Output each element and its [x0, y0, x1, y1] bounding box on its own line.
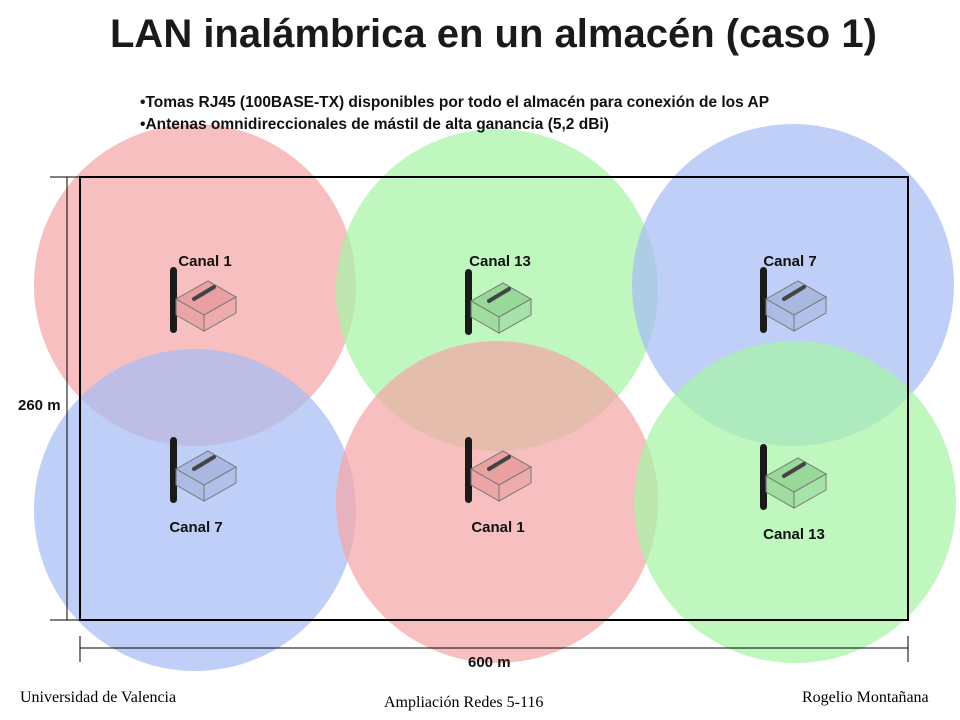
page-title: LAN inalámbrica en un almacén (caso 1)	[110, 12, 877, 56]
footer-author: Rogelio Montañana	[802, 689, 929, 706]
width-dimension	[79, 636, 909, 662]
channel-label: Canal 1	[471, 519, 524, 536]
height-dimension	[50, 176, 80, 621]
access-point-icon	[465, 269, 533, 335]
channel-label: Canal 13	[763, 526, 825, 543]
coverage-area	[34, 349, 356, 671]
bullet-list: •Tomas RJ45 (100BASE-TX) disponibles por…	[140, 92, 920, 136]
warehouse-outline	[79, 176, 909, 621]
coverage-area	[34, 124, 356, 446]
bullet-item: •Antenas omnidireccionales de mástil de …	[140, 116, 609, 133]
coverage-area	[336, 341, 658, 663]
access-point-icon	[760, 444, 828, 510]
access-point-icon	[170, 267, 238, 333]
channel-label: Canal 7	[169, 519, 222, 536]
bullet-item: •Tomas RJ45 (100BASE-TX) disponibles por…	[140, 94, 770, 111]
footer-university: Universidad de Valencia	[20, 689, 177, 706]
access-point-icon	[465, 437, 533, 503]
access-point-icon	[760, 267, 828, 333]
channel-label: Canal 13	[469, 253, 531, 270]
height-dimension-label: 260 m	[18, 397, 62, 414]
width-dimension-label: 600 m	[468, 654, 511, 671]
channel-label: Canal 7	[763, 253, 816, 270]
access-point-icon	[170, 437, 238, 503]
footer-course: Ampliación Redes 5-116	[384, 694, 544, 711]
channel-label: Canal 1	[178, 253, 231, 270]
